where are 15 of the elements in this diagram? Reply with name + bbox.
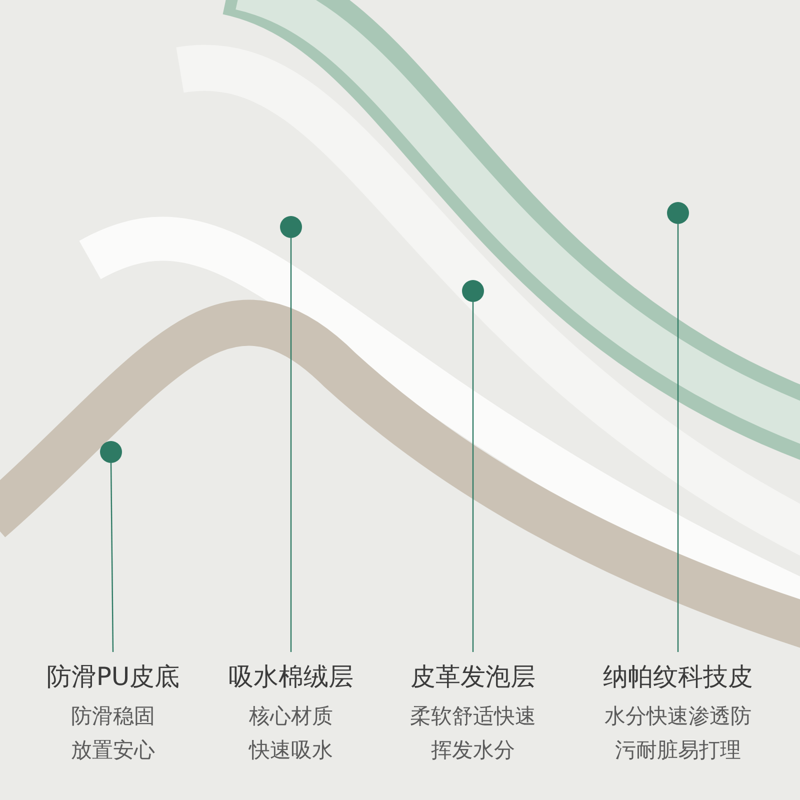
leader-line: [110, 463, 114, 652]
leader-line: [677, 224, 679, 652]
layer-title: 纳帕纹科技皮: [602, 661, 754, 693]
marker-dot: [280, 216, 302, 238]
layer-title: 皮革发泡层: [410, 661, 536, 693]
layer-description: 防滑稳固放置安心: [70, 703, 156, 764]
marker-dot: [667, 202, 689, 224]
leader-line: [290, 238, 292, 652]
layer-description: 柔软舒适快速挥发水分: [409, 703, 537, 764]
leader-line: [472, 302, 474, 652]
layer-title: 防滑PU皮底: [45, 661, 181, 693]
layer-description: 水分快速渗透防污耐脏易打理: [604, 703, 752, 764]
layer-title: 吸水棉绒层: [228, 661, 354, 693]
marker-dot: [100, 441, 122, 463]
layer-description: 核心材质快速吸水: [248, 703, 334, 764]
